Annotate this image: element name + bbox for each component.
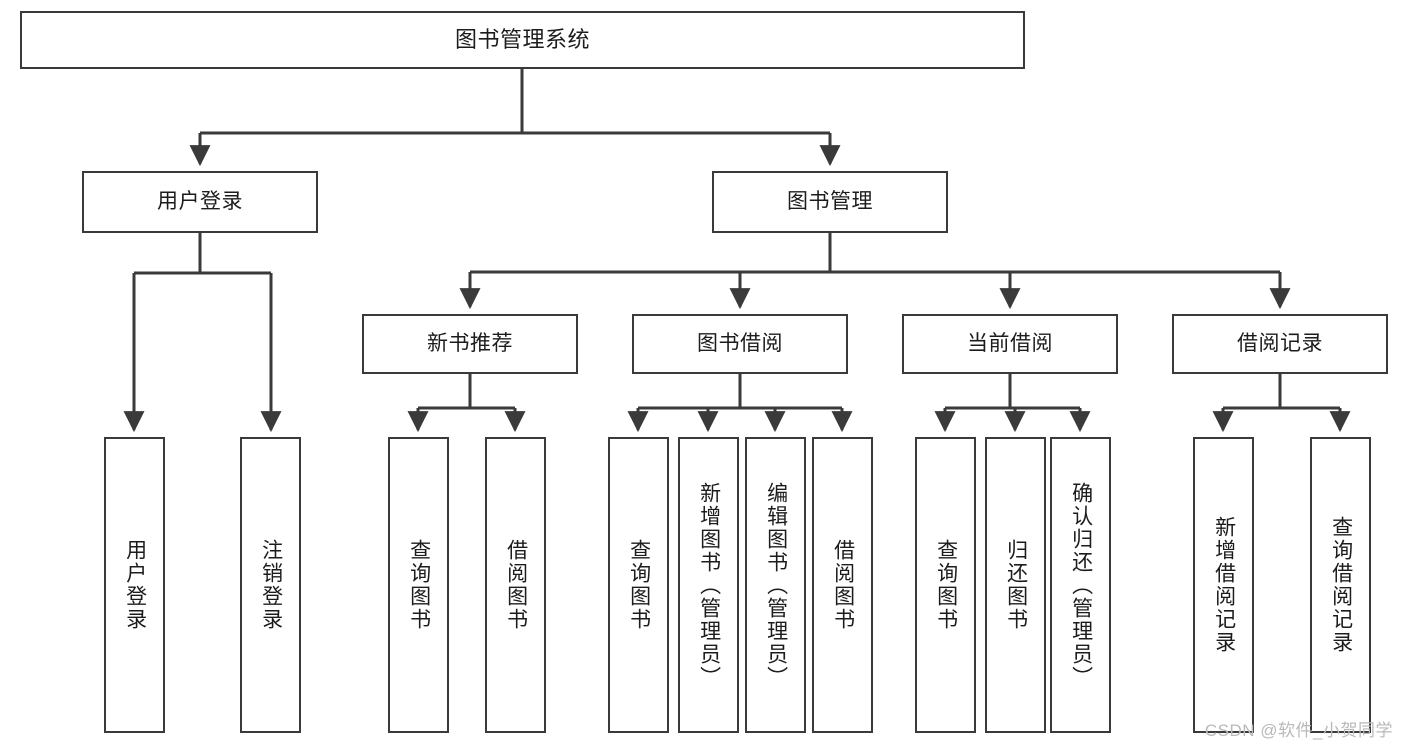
node-user-login[interactable]: 用户登录: [82, 171, 318, 233]
leaf-return-book-label: 归还图书: [1004, 539, 1028, 631]
node-book-borrow[interactable]: 图书借阅: [632, 314, 848, 374]
leaf-add-borrow-record[interactable]: 新增借阅记录: [1193, 437, 1254, 733]
leaf-edit-book-admin[interactable]: 编辑图书（管理员）: [745, 437, 806, 733]
leaf-user-login-label: 用户登录: [123, 539, 147, 631]
node-current-borrow[interactable]: 当前借阅: [902, 314, 1118, 374]
node-book-manage[interactable]: 图书管理: [712, 171, 948, 233]
watermark: CSDN @软件_小贺同学: [1204, 721, 1393, 740]
node-borrow-record[interactable]: 借阅记录: [1172, 314, 1388, 374]
leaf-add-borrow-record-label: 新增借阅记录: [1212, 516, 1236, 654]
node-new-book-recommend-label: 新书推荐: [427, 332, 513, 356]
node-root-label: 图书管理系统: [454, 26, 590, 52]
leaf-logout[interactable]: 注销登录: [240, 437, 301, 733]
leaf-query-book-3-label: 查询图书: [934, 539, 958, 631]
leaf-query-book-1[interactable]: 查询图书: [388, 437, 449, 733]
leaf-add-book-admin[interactable]: 新增图书（管理员）: [678, 437, 739, 733]
leaf-user-login[interactable]: 用户登录: [104, 437, 165, 733]
leaf-query-borrow-record-label: 查询借阅记录: [1329, 516, 1353, 654]
leaf-confirm-return-admin[interactable]: 确认归还（管理员）: [1050, 437, 1111, 733]
node-book-manage-label: 图书管理: [787, 190, 873, 214]
leaf-query-book-3[interactable]: 查询图书: [915, 437, 976, 733]
leaf-query-book-1-label: 查询图书: [407, 539, 431, 631]
leaf-query-book-2-label: 查询图书: [627, 539, 651, 631]
node-book-borrow-label: 图书借阅: [697, 332, 783, 356]
leaf-borrow-book-1-label: 借阅图书: [504, 539, 528, 631]
leaf-return-book[interactable]: 归还图书: [985, 437, 1046, 733]
leaf-borrow-book-2-label: 借阅图书: [831, 539, 855, 631]
leaf-edit-book-admin-label: 编辑图书（管理员）: [764, 481, 788, 689]
leaf-borrow-book-1[interactable]: 借阅图书: [485, 437, 546, 733]
node-current-borrow-label: 当前借阅: [967, 332, 1053, 356]
leaf-borrow-book-2[interactable]: 借阅图书: [812, 437, 873, 733]
node-user-login-label: 用户登录: [157, 190, 243, 214]
leaf-logout-label: 注销登录: [259, 539, 283, 631]
node-borrow-record-label: 借阅记录: [1237, 332, 1323, 356]
leaf-add-book-admin-label: 新增图书（管理员）: [697, 481, 721, 689]
leaf-query-book-2[interactable]: 查询图书: [608, 437, 669, 733]
leaf-query-borrow-record[interactable]: 查询借阅记录: [1310, 437, 1371, 733]
node-root[interactable]: 图书管理系统: [20, 11, 1025, 69]
leaf-confirm-return-admin-label: 确认归还（管理员）: [1069, 481, 1093, 689]
node-new-book-recommend[interactable]: 新书推荐: [362, 314, 578, 374]
